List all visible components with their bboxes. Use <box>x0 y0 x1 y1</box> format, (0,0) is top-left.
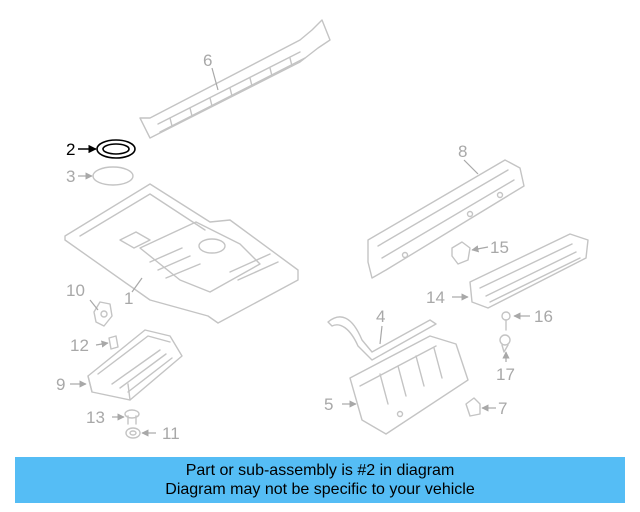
part-2-plug[interactable] <box>96 139 136 159</box>
callout-4: 4 <box>376 307 385 326</box>
part-8-side-rail[interactable] <box>367 159 525 279</box>
callout-13: 13 <box>86 408 105 427</box>
part-7-bracket[interactable] <box>465 397 481 417</box>
part-15-bracket[interactable] <box>451 241 471 265</box>
part-17-retainer[interactable] <box>499 334 511 353</box>
callout-8: 8 <box>458 142 467 161</box>
callout-12: 12 <box>70 336 89 355</box>
callout-2[interactable]: 2 <box>66 140 75 159</box>
part-13-bolt[interactable] <box>124 409 140 425</box>
callout-14: 14 <box>426 288 445 307</box>
part-14-step-pad[interactable] <box>469 233 589 309</box>
callout-10: 10 <box>66 281 85 300</box>
part-12-pin[interactable] <box>108 335 119 350</box>
callout-3: 3 <box>66 167 75 186</box>
part-10-clip[interactable] <box>93 301 113 327</box>
callout-16: 16 <box>534 307 553 326</box>
part-3-grommet[interactable] <box>92 166 134 186</box>
info-banner: Part or sub-assembly is #2 in diagram Di… <box>15 457 625 503</box>
callout-1: 1 <box>124 289 133 308</box>
callout-17: 17 <box>496 365 515 384</box>
part-16-screw[interactable] <box>501 311 511 331</box>
callout-15: 15 <box>490 238 509 257</box>
callout-labels: 6 2 3 8 1 10 12 9 13 11 4 5 7 15 14 16 1… <box>56 51 553 443</box>
part-6-rocker-reinforcement[interactable] <box>139 19 331 139</box>
callout-7: 7 <box>498 399 507 418</box>
callout-9: 9 <box>56 375 65 394</box>
part-1-floor-pan[interactable] <box>64 183 299 324</box>
banner-line-1: Part or sub-assembly is #2 in diagram <box>185 462 455 479</box>
banner-line-2: Diagram may not be specific to your vehi… <box>165 481 475 498</box>
part-4-step-trim[interactable] <box>327 316 437 361</box>
callout-11: 11 <box>162 424 180 443</box>
leader-lines <box>70 67 530 437</box>
part-11-nut[interactable] <box>125 427 141 439</box>
part-5-step-assembly[interactable] <box>349 335 469 435</box>
part-9-step-well[interactable] <box>87 329 183 401</box>
callout-5: 5 <box>324 395 333 414</box>
parts-diagram: 6 2 3 8 1 10 12 9 13 11 4 5 7 15 14 16 1… <box>56 19 589 443</box>
callout-6: 6 <box>203 51 212 70</box>
